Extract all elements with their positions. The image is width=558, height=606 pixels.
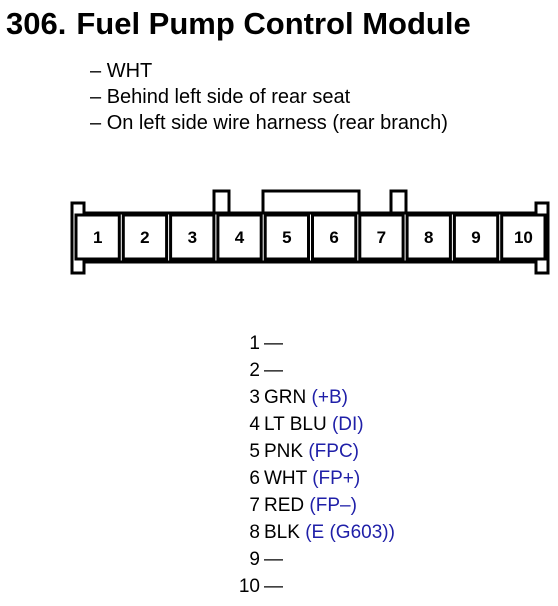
pin-function: (FPC) (308, 441, 360, 462)
cavity-number-3: 3 (188, 228, 197, 247)
pin-number: 3 (249, 387, 260, 408)
cavity-number-1: 1 (93, 228, 102, 247)
wire-color: BLK (264, 522, 300, 543)
pin-number: 10 (238, 576, 260, 597)
pin-number: 2 (249, 360, 260, 381)
wire-color: — (264, 333, 283, 354)
cavity-6 (311, 213, 358, 261)
pin-function: (FP+) (312, 468, 361, 489)
wire-color: — (264, 360, 283, 381)
cavity-number-5: 5 (282, 228, 291, 247)
cavity-number-2: 2 (140, 228, 149, 247)
connector-cavities: 1 2 3 4 5 6 7 8 9 10 (74, 213, 547, 261)
wire-color: — (264, 549, 283, 570)
connector-housing (70, 189, 550, 275)
cavity-9 (452, 213, 500, 261)
module-name: Fuel Pump Control Module (76, 6, 471, 41)
pin-number: 5 (249, 441, 260, 462)
cavity-7 (358, 213, 405, 261)
pin-function: (FP–) (309, 495, 357, 516)
pin-row: 2— (230, 357, 395, 384)
pin-row: 1— (230, 330, 395, 357)
connector-info-list: WHT Behind left side of rear seat On lef… (90, 58, 448, 136)
pin-function: (E (G603)) (305, 522, 395, 543)
pin-row: 9— (230, 546, 395, 573)
cavity-3 (169, 213, 216, 261)
wire-color: RED (264, 495, 305, 516)
cavity-4 (216, 213, 263, 261)
wire-color: PNK (264, 441, 304, 462)
cavity-number-4: 4 (235, 228, 245, 247)
pin-number: 6 (249, 468, 260, 489)
pin-number: 7 (249, 495, 260, 516)
wire-color: LT BLU (264, 414, 327, 435)
cavity-number-9: 9 (471, 228, 480, 247)
cavity-number-8: 8 (424, 228, 433, 247)
pin-number: 8 (249, 522, 260, 543)
page-title: 306. Fuel Pump Control Module (6, 6, 471, 42)
cavity-number-10: 10 (514, 228, 533, 247)
section-number: 306. (6, 6, 67, 41)
cavity-number-6: 6 (329, 228, 338, 247)
pin-number: 4 (249, 414, 260, 435)
wire-color: WHT (264, 468, 307, 489)
pin-function: (DI) (331, 414, 364, 435)
wire-color: — (264, 576, 283, 597)
pin-function: (+B) (311, 387, 348, 408)
cavity-8 (405, 213, 452, 261)
cavity-10 (500, 213, 547, 261)
pin-number: 1 (249, 333, 260, 354)
wire-color: GRN (264, 387, 307, 408)
connector-location: Behind left side of rear seat (90, 84, 448, 110)
pin-number: 9 (249, 549, 260, 570)
connector-color: WHT (90, 58, 448, 84)
pin-row: 10— (230, 573, 395, 600)
cavity-2 (121, 213, 169, 261)
cavity-5 (263, 213, 311, 261)
connector-harness: On left side wire harness (rear branch) (90, 110, 448, 136)
cavity-1 (74, 213, 121, 261)
cavity-number-7: 7 (377, 228, 386, 247)
